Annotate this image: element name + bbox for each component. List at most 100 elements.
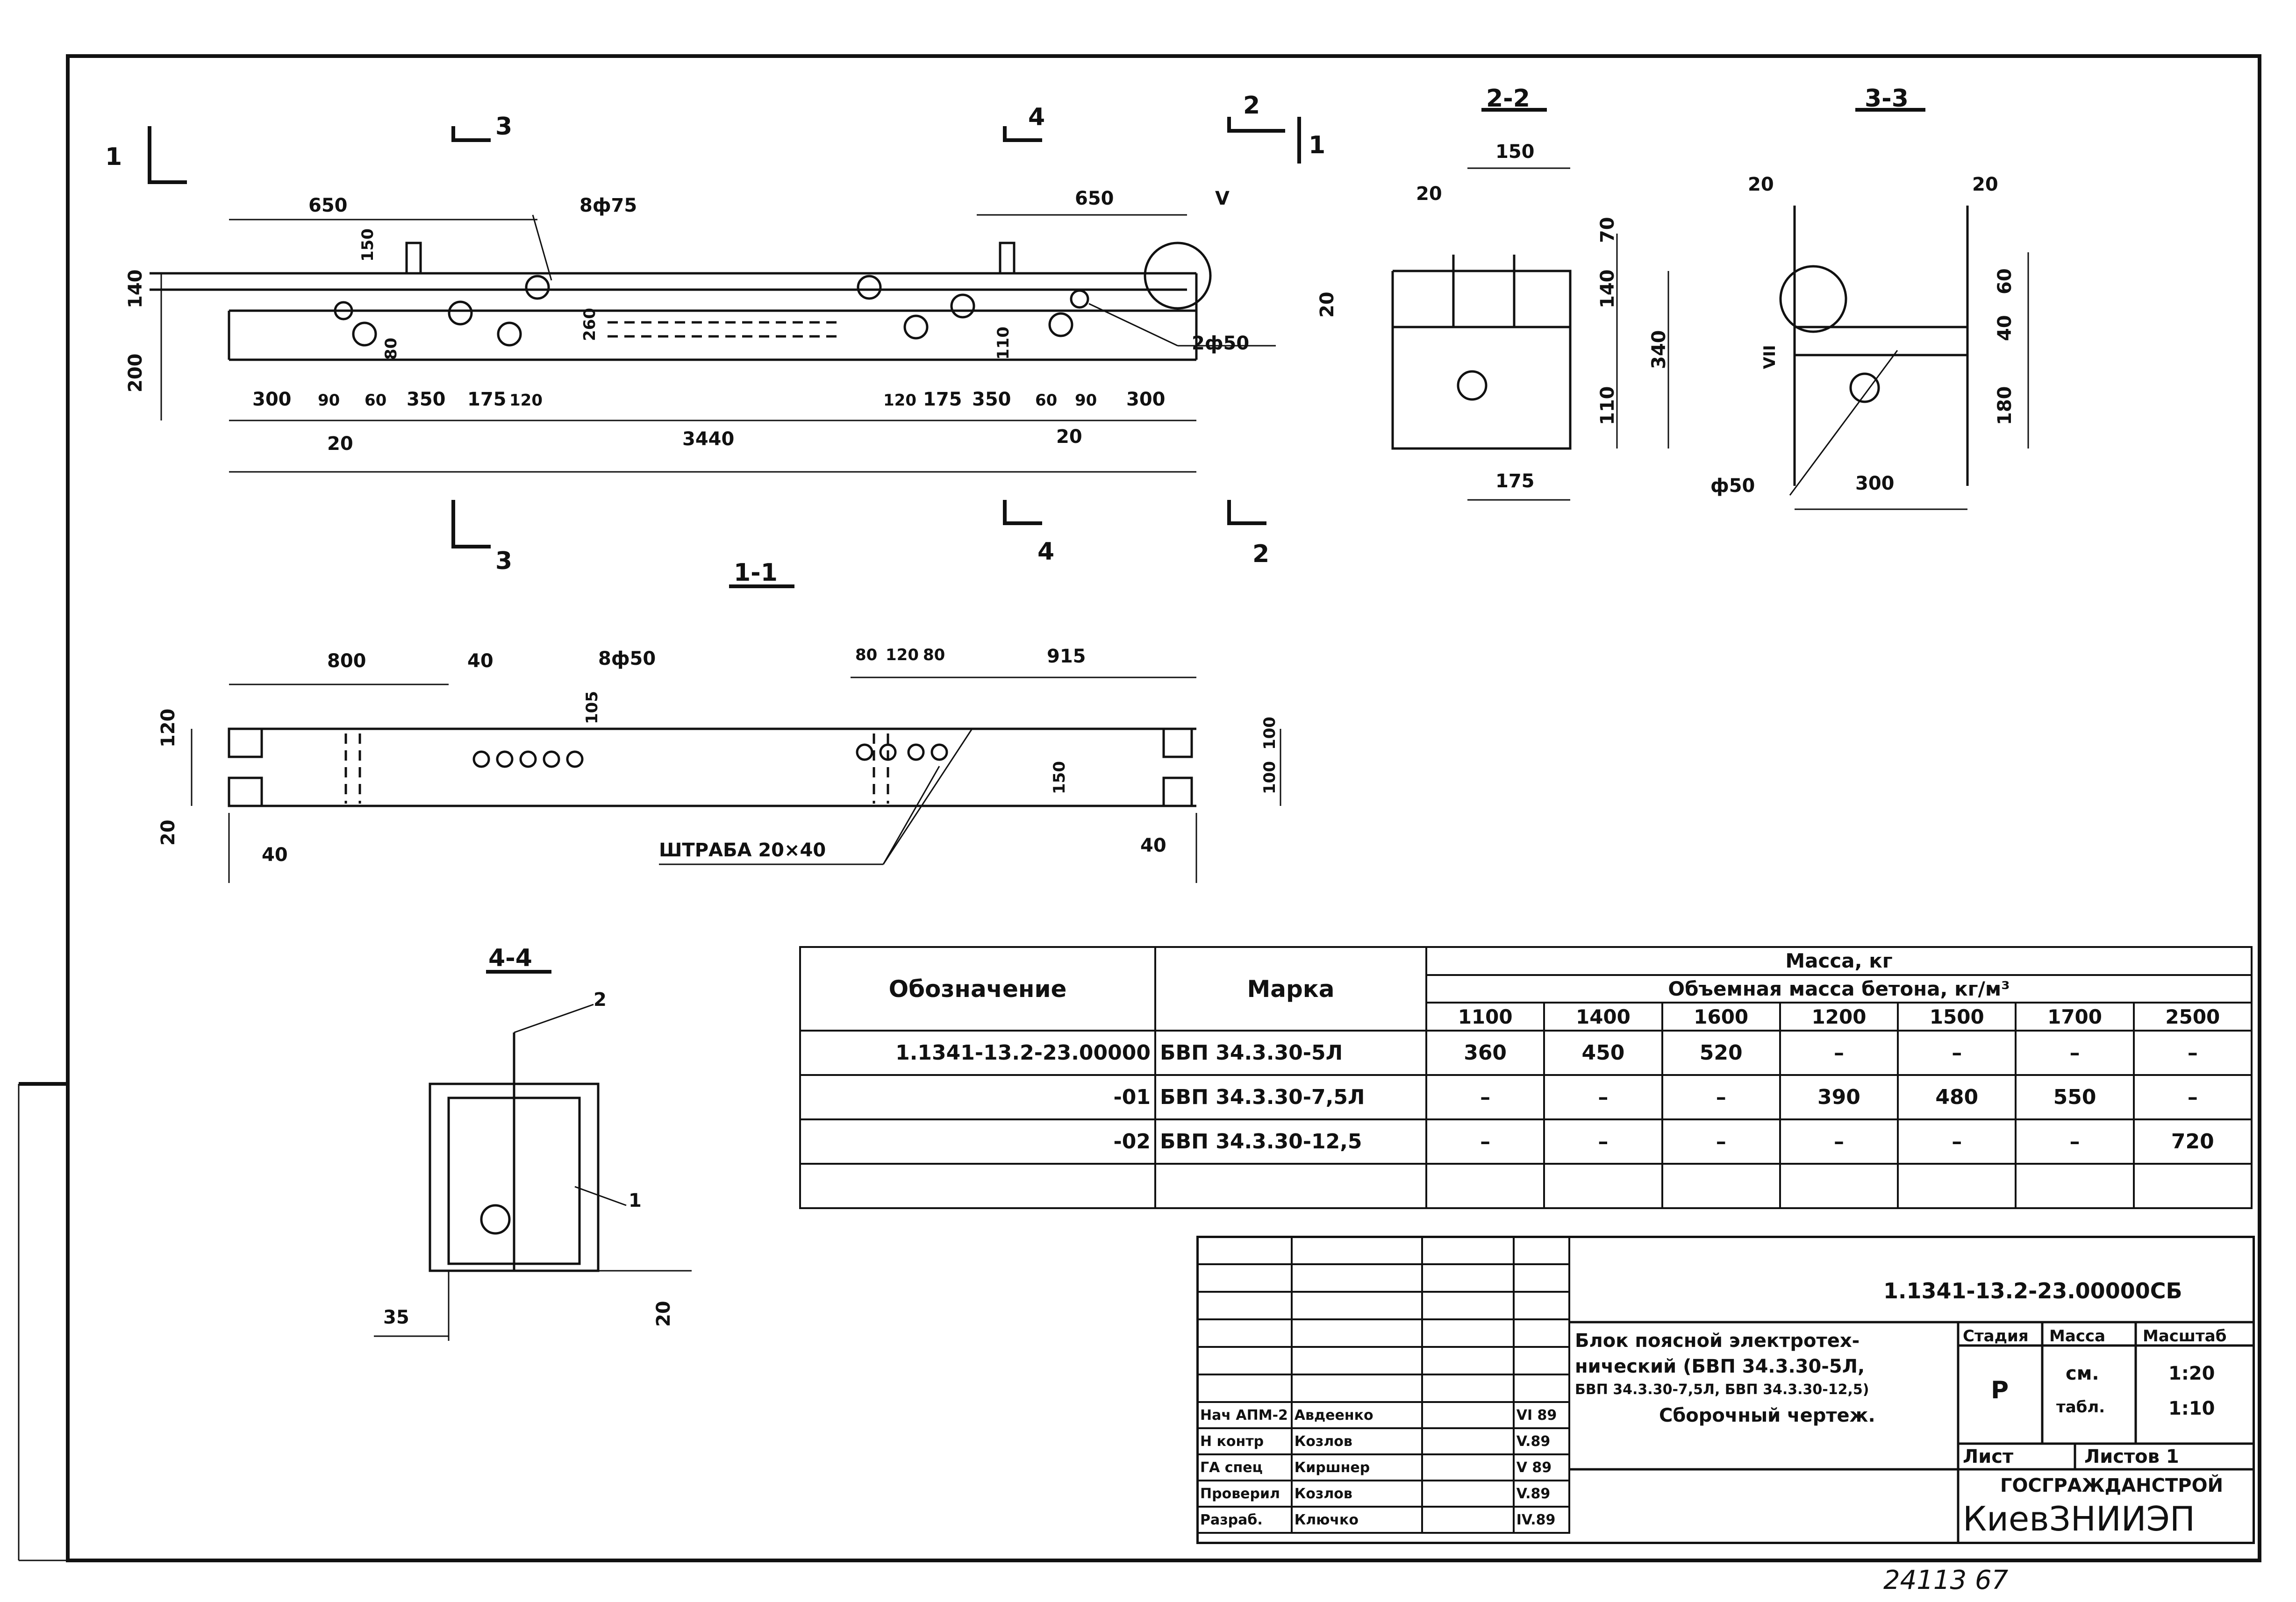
- stamp-stage-value: Р: [1991, 1376, 2009, 1404]
- s33-dim-300: 300: [1855, 473, 1895, 494]
- person-date: V.89: [1512, 1427, 1571, 1455]
- row-value: –: [1897, 1030, 2017, 1076]
- dim-bottom-350-r: 350: [972, 389, 1011, 410]
- stamp-org-2: КиевЗНИИЭП: [1963, 1499, 2196, 1538]
- person-role: Проверил: [1196, 1480, 1293, 1508]
- person-date: V.89: [1512, 1480, 1571, 1508]
- mass-table-header-density: Объемная масса бетона, кг/м³: [1425, 974, 2253, 1004]
- p11-dim-40-br: 40: [1140, 835, 1166, 856]
- stamp-title-line-2: нический (БВП 34.3.30-5Л,: [1575, 1356, 1865, 1377]
- table-row-empty: [799, 1163, 2253, 1209]
- stamp-title-line-3: БВП 34.3.30-7,5Л, БВП 34.3.30-12,5): [1575, 1381, 1869, 1398]
- stamp-scale-value-1: 1:20: [2168, 1363, 2215, 1384]
- stamp-mass-value-2: табл.: [2056, 1398, 2105, 1417]
- dim-bottom-175-l: 175: [467, 389, 507, 410]
- row-value: 450: [1543, 1030, 1663, 1076]
- p11-dim-80-b: 80: [923, 646, 945, 664]
- density-col: 2500: [2132, 1002, 2253, 1032]
- stamp-scale-value-2: 1:10: [2168, 1398, 2215, 1419]
- row-mark: [1154, 1163, 1427, 1209]
- signature: [1421, 1453, 1515, 1481]
- section-2-2: [1391, 108, 1669, 501]
- table-row: 1.1341-13.2-23.00000 БВП 34.3.30-5Л 360 …: [799, 1030, 2253, 1076]
- s33-hole-f50: ф50: [1710, 475, 1755, 497]
- row-value: 390: [1779, 1074, 1899, 1120]
- p11-dim-80-a: 80: [855, 646, 878, 664]
- row-value: –: [2015, 1030, 2135, 1076]
- density-col: 1700: [2015, 1002, 2135, 1032]
- stamp-person-row: Разраб. Ключко IV.89: [1196, 1506, 1571, 1534]
- person-date: VI 89: [1512, 1401, 1571, 1429]
- row-value: –: [1779, 1118, 1899, 1165]
- holes-2f50-label: 2ф50: [1192, 333, 1250, 354]
- s44-callout-1: 1: [629, 1190, 642, 1211]
- cut-mark-4-top: 4: [1028, 103, 1045, 131]
- stamp-person-row: ГА спец Киршнер V 89: [1196, 1453, 1571, 1481]
- main-elevation: [148, 117, 1301, 548]
- dim-bottom-300-l: 300: [252, 389, 292, 410]
- signature: [1421, 1480, 1515, 1508]
- row-designation: -02: [799, 1118, 1156, 1165]
- row-value: –: [2132, 1030, 2253, 1076]
- section-3-3: [1779, 108, 2029, 510]
- stamp-title-line-4: Сборочный чертеж.: [1659, 1405, 1875, 1426]
- row-value: –: [1425, 1118, 1545, 1165]
- dim-gap-20-right: 20: [1056, 426, 1082, 448]
- dim-bottom-90-l: 90: [318, 391, 340, 410]
- person-role: Разраб.: [1196, 1506, 1293, 1534]
- dim-bottom-175-r: 175: [923, 389, 962, 410]
- s22-dim-20-top: 20: [1416, 183, 1442, 205]
- row-value: 520: [1661, 1030, 1781, 1076]
- stamp-org-1: ГОСГРАЖДАНСТРОЙ: [2000, 1475, 2224, 1496]
- dim-bottom-350-l: 350: [407, 389, 446, 410]
- stamp-title-line-1: Блок поясной электротех-: [1575, 1330, 1860, 1352]
- row-value: [1897, 1163, 2017, 1209]
- row-value: –: [1661, 1118, 1781, 1165]
- person-role: Н контр: [1196, 1427, 1293, 1455]
- s22-dim-175: 175: [1495, 470, 1535, 492]
- row-value: –: [1543, 1118, 1663, 1165]
- cut-mark-1-left: 1: [105, 143, 122, 171]
- dim-bottom-60-l: 60: [365, 391, 387, 410]
- mass-table: Обозначение Марка Масса, кг Объемная мас…: [799, 946, 2253, 1209]
- mass-table-header-mass: Масса, кг: [1425, 946, 2253, 976]
- footer-archive-number: 24113 67: [1883, 1565, 2009, 1595]
- cut-mark-4-bottom: 4: [1037, 538, 1055, 566]
- s33-dim-20-right: 20: [1972, 174, 1998, 195]
- dim-bottom-120-r: 120: [883, 391, 916, 410]
- s44-dim-35: 35: [383, 1307, 409, 1328]
- dim-650-left: 650: [308, 195, 348, 216]
- s44-callout-2: 2: [594, 989, 607, 1011]
- p11-groove-label: ШТРАБА 20×40: [659, 840, 826, 861]
- row-value: [1425, 1163, 1545, 1209]
- row-mark: БВП 34.3.30-12,5: [1154, 1118, 1427, 1165]
- person-role: Нач АПМ-2: [1196, 1401, 1293, 1429]
- stamp-mass-value-1: см.: [2066, 1363, 2099, 1384]
- person-date: V 89: [1512, 1453, 1571, 1481]
- row-value: 480: [1897, 1074, 2017, 1120]
- stamp-document-code: 1.1341-13.2-23.00000СБ: [1883, 1278, 2182, 1303]
- table-row: -01 БВП 34.3.30-7,5Л – – – 390 480 550 –: [799, 1074, 2253, 1120]
- row-designation: -01: [799, 1074, 1156, 1120]
- row-value: 550: [2015, 1074, 2135, 1120]
- row-value: –: [1661, 1074, 1781, 1120]
- p11-dim-915: 915: [1047, 646, 1086, 667]
- person-name: Козлов: [1290, 1480, 1423, 1508]
- row-value: –: [2015, 1118, 2135, 1165]
- section-4-4-title: 4-4: [488, 944, 532, 972]
- holes-8f75-label: 8ф75: [579, 195, 637, 216]
- row-value: –: [2132, 1074, 2253, 1120]
- person-role: ГА спец: [1196, 1453, 1293, 1481]
- s33-dim-20-left: 20: [1748, 174, 1774, 195]
- row-designation: 1.1341-13.2-23.00000: [799, 1030, 1156, 1076]
- cut-mark-3-bottom: 3: [495, 547, 513, 575]
- cut-mark-1-right: 1: [1309, 131, 1326, 159]
- dim-bottom-60-r: 60: [1035, 391, 1058, 410]
- row-value: 360: [1425, 1030, 1545, 1076]
- p11-dim-40-bl: 40: [262, 844, 288, 866]
- signature: [1421, 1427, 1515, 1455]
- row-value: [2015, 1163, 2135, 1209]
- p11-holes-8f50: 8ф50: [598, 648, 656, 669]
- cut-mark-3-top: 3: [495, 113, 513, 141]
